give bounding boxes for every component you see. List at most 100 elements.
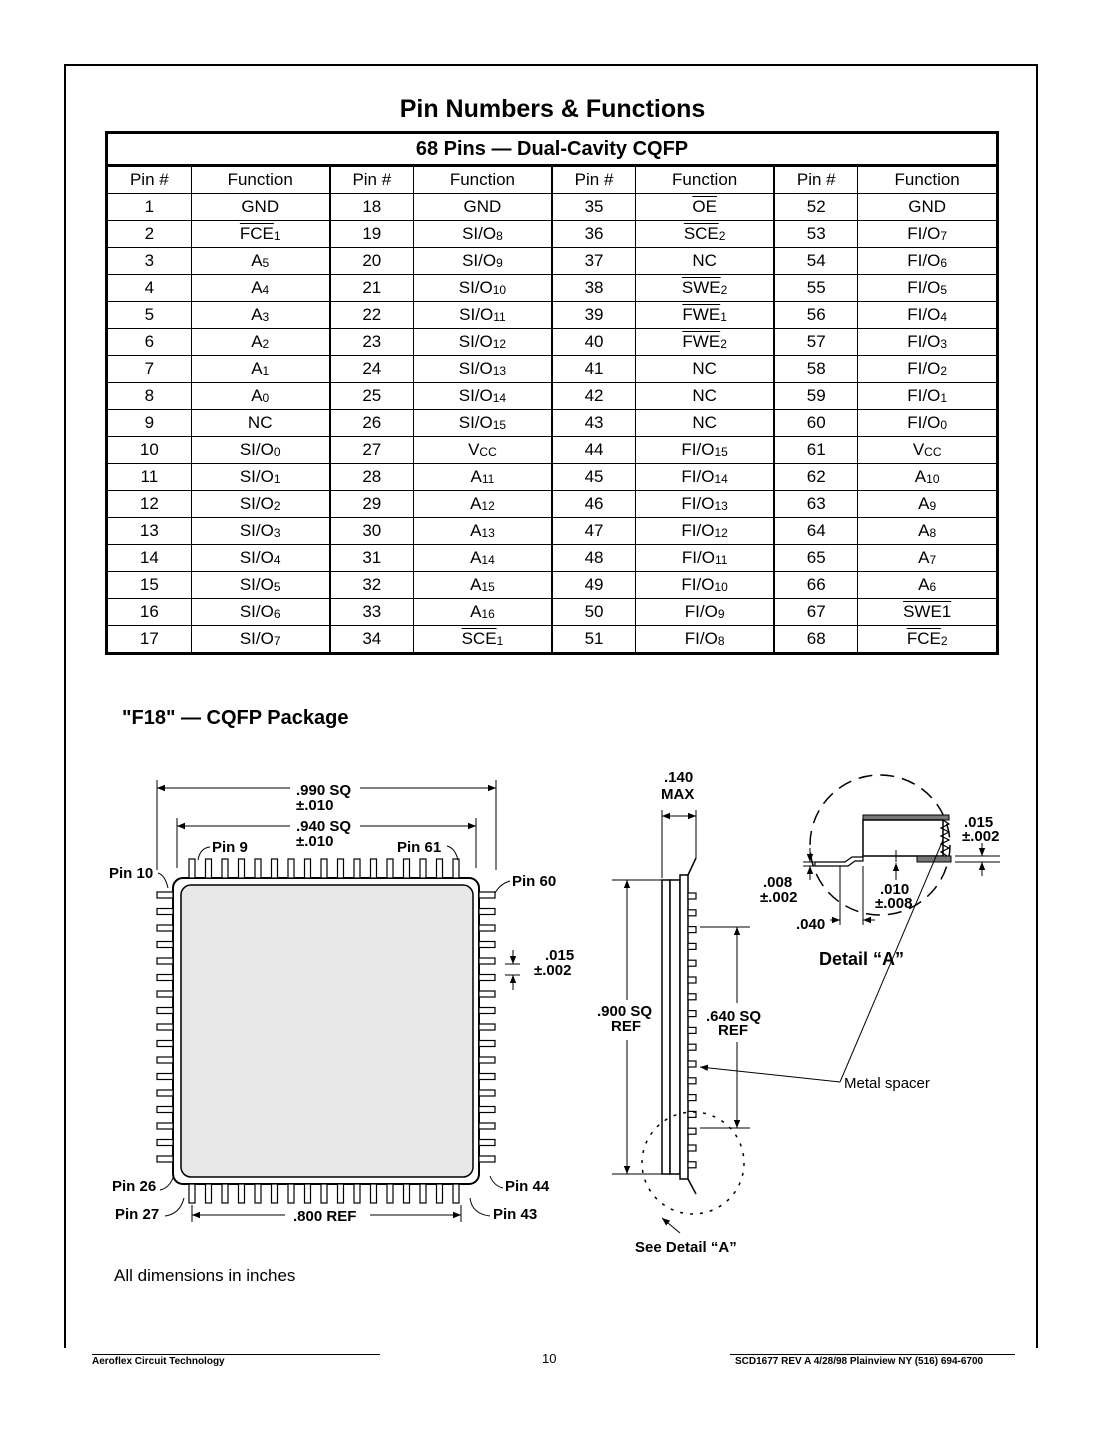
pin-number-cell: 11 bbox=[106, 463, 192, 491]
ref900-label: .900 SQ bbox=[597, 1003, 652, 1020]
ref800-label: .800 REF bbox=[293, 1208, 356, 1225]
pin-number-cell: 42 bbox=[551, 382, 637, 410]
lead bbox=[156, 1122, 174, 1130]
pin-function-cell: A10 bbox=[857, 463, 998, 491]
top-leads bbox=[188, 858, 460, 879]
footer-rule-right bbox=[730, 1354, 1015, 1355]
pin-number-cell: 5 bbox=[106, 301, 192, 329]
lead bbox=[478, 1105, 496, 1114]
pin-number-cell: 63 bbox=[773, 490, 859, 518]
lead bbox=[687, 1026, 697, 1035]
lead bbox=[156, 924, 174, 932]
footer-page-number: 10 bbox=[542, 1351, 557, 1366]
detail-010-label: .010 bbox=[880, 881, 909, 898]
pin-function-cell: NC bbox=[635, 382, 776, 410]
pin-function-cell: FWE1 bbox=[635, 301, 776, 329]
detail-015-label: .015 bbox=[964, 814, 993, 831]
column-header: Function bbox=[635, 165, 776, 194]
pin-function-cell: SI/O5 bbox=[190, 571, 331, 599]
lead bbox=[687, 1161, 697, 1169]
lead bbox=[156, 1155, 174, 1163]
pin-number-cell: 31 bbox=[329, 544, 414, 572]
lead bbox=[204, 858, 213, 879]
lead-width-tol: ±.002 bbox=[534, 962, 571, 979]
dimensions-note: All dimensions in inches bbox=[114, 1266, 296, 1285]
pin-number-cell: 55 bbox=[773, 274, 859, 302]
pin-number-cell: 37 bbox=[551, 247, 637, 275]
dim-990-label: .990 SQ bbox=[296, 782, 351, 799]
lead bbox=[237, 858, 246, 879]
lead bbox=[478, 1122, 496, 1130]
lead bbox=[478, 1023, 496, 1031]
lead bbox=[402, 1183, 411, 1204]
footer-doc-info: SCD1677 REV A 4/28/98 Plainview NY (516)… bbox=[735, 1356, 984, 1367]
pin-function-cell: SI/O11 bbox=[412, 301, 553, 329]
lead bbox=[237, 1183, 246, 1204]
lead bbox=[156, 1039, 174, 1048]
pin10-label: Pin 10 bbox=[109, 865, 153, 882]
pin-function-cell: FWE2 bbox=[635, 328, 776, 356]
column-header: Pin # bbox=[551, 165, 637, 194]
metal-spacer-label: Metal spacer bbox=[844, 1075, 930, 1092]
lead bbox=[270, 1183, 279, 1204]
column-header: Pin # bbox=[773, 165, 859, 194]
ref640-unit: REF bbox=[718, 1022, 748, 1039]
pin-function-cell: FCE2 bbox=[857, 625, 998, 654]
lead bbox=[687, 959, 697, 967]
lead bbox=[156, 957, 174, 965]
lead bbox=[687, 976, 697, 984]
pin-function-cell: FI/O9 bbox=[635, 598, 776, 626]
lead bbox=[478, 1056, 496, 1064]
lead bbox=[687, 1110, 697, 1119]
pin-function-cell: SI/O3 bbox=[190, 517, 331, 545]
lead bbox=[386, 858, 394, 879]
lead bbox=[303, 1183, 312, 1204]
lead bbox=[320, 858, 328, 879]
right-leads bbox=[478, 891, 496, 1163]
pin-function-cell: A15 bbox=[412, 571, 553, 599]
pin-function-cell: FI/O12 bbox=[635, 517, 776, 545]
pin-number-cell: 17 bbox=[106, 625, 192, 654]
lead bbox=[156, 907, 174, 916]
pin27-label: Pin 27 bbox=[115, 1206, 159, 1223]
lead bbox=[221, 858, 229, 879]
lead bbox=[478, 1138, 496, 1147]
bottom-leads bbox=[188, 1183, 460, 1204]
pin-number-cell: 67 bbox=[773, 598, 859, 626]
table-caption: 68 Pins — Dual-Cavity CQFP bbox=[106, 132, 998, 167]
pin-function-cell: SCE2 bbox=[635, 220, 776, 248]
package-body-lid bbox=[180, 884, 474, 1178]
lead bbox=[204, 1183, 213, 1204]
lead bbox=[478, 1089, 496, 1097]
pin-function-cell: NC bbox=[635, 409, 776, 437]
pin-function-cell: A5 bbox=[190, 247, 331, 275]
pin-function-cell: FI/O6 bbox=[857, 247, 998, 275]
pin-number-cell: 22 bbox=[329, 301, 414, 329]
lead bbox=[254, 1183, 262, 1204]
pin-function-cell: FI/O2 bbox=[857, 355, 998, 383]
pin-number-cell: 48 bbox=[551, 544, 637, 572]
pin-function-cell: FI/O11 bbox=[635, 544, 776, 572]
footer-company: Aeroflex Circuit Technology bbox=[92, 1356, 225, 1367]
pin60-label: Pin 60 bbox=[512, 873, 556, 890]
page-title: Pin Numbers & Functions bbox=[399, 95, 706, 123]
lead bbox=[419, 1183, 427, 1204]
pin-number-cell: 59 bbox=[773, 382, 859, 410]
top-view: .990 SQ ±.010 .940 SQ ±.010 Pin 9 Pin 61… bbox=[109, 780, 574, 1225]
lead bbox=[156, 891, 174, 899]
column-header: Pin # bbox=[329, 165, 414, 194]
lead bbox=[687, 1009, 697, 1018]
lead bbox=[687, 909, 697, 917]
pin-number-cell: 2 bbox=[106, 220, 192, 248]
pin-number-cell: 18 bbox=[329, 193, 414, 221]
lead bbox=[687, 942, 697, 951]
column-header: Function bbox=[857, 165, 998, 194]
pin-function-cell: FI/O5 bbox=[857, 274, 998, 302]
